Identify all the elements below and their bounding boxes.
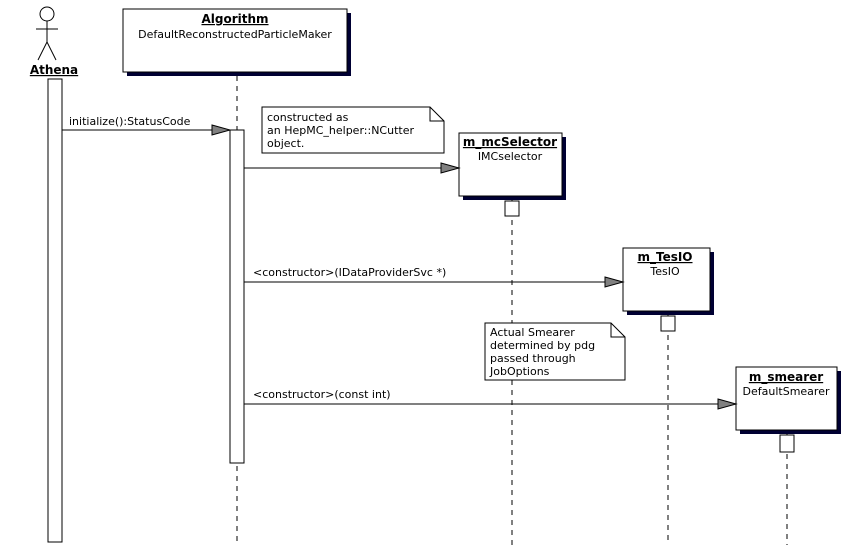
message-label: <constructor>(const int): [253, 388, 391, 401]
note-line: Actual Smearer: [490, 326, 575, 339]
object-algorithm: Algorithm DefaultReconstructedParticleMa…: [122, 8, 351, 545]
arrowhead-icon: [717, 398, 738, 410]
message-initialize: initialize():StatusCode: [62, 115, 232, 136]
object-name: Algorithm: [201, 12, 268, 26]
message-create-tesio: <constructor>(IDataProviderSvc *): [244, 266, 625, 288]
note-fold-icon: [429, 107, 444, 122]
athena-activation: [47, 78, 63, 543]
note-line: constructed as: [267, 111, 349, 124]
arrowhead-icon: [440, 162, 461, 174]
note-smearer: Actual Smearer determined by pdg passed …: [484, 322, 626, 381]
object-tesio: m_TesIO TesIO: [622, 247, 714, 545]
arrowhead-icon: [211, 124, 232, 136]
message-create-smearer: <constructor>(const int): [244, 388, 738, 410]
object-class: DefaultSmearer: [743, 385, 830, 398]
actor-name: Athena: [30, 63, 78, 77]
arrowhead-icon: [604, 276, 625, 288]
note-line: passed through: [490, 352, 576, 365]
object-class: TesIO: [649, 265, 680, 278]
note-line: object.: [267, 137, 304, 150]
smearer-activation: [779, 434, 795, 453]
object-name: m_mcSelector: [463, 135, 557, 150]
algorithm-activation: [229, 129, 245, 464]
note-line: JobOptions: [489, 365, 550, 378]
object-smearer: m_smearer DefaultSmearer: [735, 366, 841, 545]
message-label: initialize():StatusCode: [69, 115, 191, 128]
note-line: an HepMC_helper::NCutter: [267, 124, 414, 137]
message-label: <constructor>(IDataProviderSvc *): [253, 266, 446, 279]
note-line: determined by pdg: [490, 339, 595, 352]
mcselector-activation: [504, 200, 520, 217]
actor-athena: Athena: [30, 6, 78, 543]
object-mcselector: m_mcSelector IMCselector: [458, 132, 566, 545]
object-class: DefaultReconstructedParticleMaker: [138, 28, 332, 41]
object-name: m_smearer: [749, 370, 823, 385]
tesio-activation: [660, 315, 676, 332]
stick-figure-icon: [36, 6, 58, 61]
note-fold-icon: [610, 323, 625, 338]
object-name: m_TesIO: [637, 250, 692, 265]
note-ncutter: constructed as an HepMC_helper::NCutter …: [261, 106, 445, 154]
message-create-mcselector: [244, 162, 461, 174]
object-class: IMCselector: [478, 150, 543, 163]
